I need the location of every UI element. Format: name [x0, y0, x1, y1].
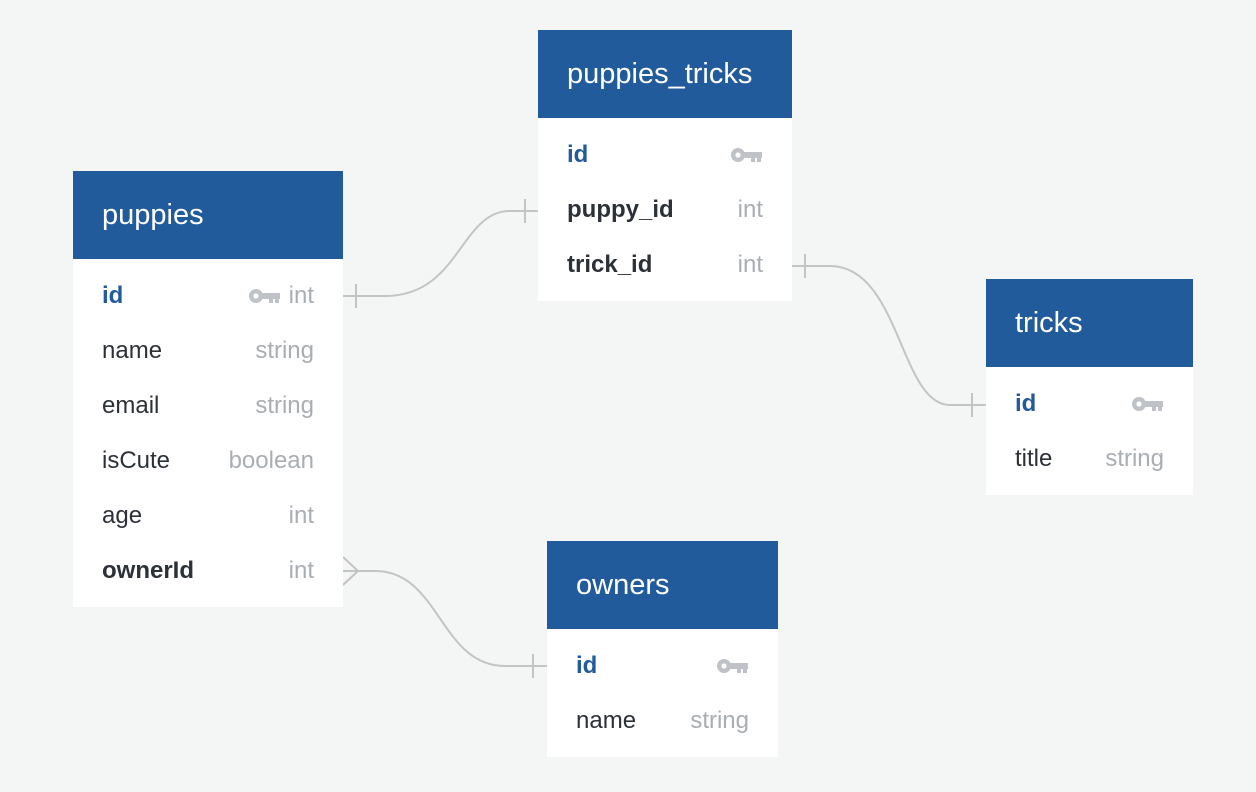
column-row-email[interactable]: email string [73, 378, 343, 433]
column-type: string [1105, 444, 1164, 472]
column-row-title[interactable]: title string [986, 431, 1193, 486]
column-name: name [102, 336, 163, 364]
column-name: id [576, 651, 598, 679]
table-header[interactable]: puppies_tricks [538, 30, 792, 118]
table-body: id name string [547, 629, 778, 757]
table-header[interactable]: puppies [73, 171, 343, 259]
table-header[interactable]: owners [547, 541, 778, 629]
table-body: id puppy_id int trick_id int [538, 118, 792, 301]
column-row-name[interactable]: name string [73, 323, 343, 378]
table-title: puppies [102, 198, 204, 231]
column-row-age[interactable]: age int [73, 488, 343, 543]
column-type: string [690, 706, 749, 734]
column-name: isCute [102, 446, 171, 474]
column-row-puppy-id[interactable]: puppy_id int [538, 182, 792, 237]
column-row-id[interactable]: id int [73, 268, 343, 323]
key-icon [1132, 396, 1163, 411]
many-marker [342, 556, 360, 586]
table-body: id int name string email [73, 259, 343, 607]
key-icon [717, 658, 748, 673]
column-row-id[interactable]: id [547, 638, 778, 693]
table-tricks[interactable]: tricks id title string [986, 279, 1193, 495]
column-name: ownerId [102, 556, 195, 584]
table-header[interactable]: tricks [986, 279, 1193, 367]
column-type: int [288, 501, 314, 529]
table-owners[interactable]: owners id name string [547, 541, 778, 757]
column-name: name [576, 706, 637, 734]
column-row-iscute[interactable]: isCute boolean [73, 433, 343, 488]
column-row-ownerid[interactable]: ownerId int [73, 543, 343, 598]
column-type: int [288, 556, 314, 584]
table-body: id title string [986, 367, 1193, 495]
table-puppies-tricks[interactable]: puppies_tricks id puppy_id int [538, 30, 792, 301]
relationship-puppies-owners [342, 556, 547, 678]
column-type: int [288, 281, 314, 309]
column-name: age [102, 501, 143, 529]
column-name: trick_id [567, 250, 653, 278]
table-title: owners [576, 568, 670, 601]
column-type: int [737, 250, 763, 278]
column-name: id [567, 140, 589, 168]
key-icon [248, 288, 280, 303]
column-row-name[interactable]: name string [547, 693, 778, 748]
column-name: title [1015, 444, 1053, 472]
key-icon [731, 147, 762, 162]
relationship-puppies-puppies-tricks [343, 199, 538, 308]
column-type: int [737, 195, 763, 223]
column-type: string [255, 391, 314, 419]
relationship-puppies-tricks-tricks [792, 254, 986, 417]
column-row-id[interactable]: id [538, 127, 792, 182]
table-title: puppies_tricks [567, 57, 753, 90]
column-type: boolean [228, 446, 314, 474]
column-row-id[interactable]: id [986, 376, 1193, 431]
column-name: puppy_id [567, 195, 674, 223]
column-name: id [102, 281, 124, 309]
column-name: email [102, 391, 160, 419]
column-type: string [255, 336, 314, 364]
table-title: tricks [1015, 306, 1083, 339]
column-row-trick-id[interactable]: trick_id int [538, 237, 792, 292]
table-puppies[interactable]: puppies id int name string [73, 171, 343, 607]
column-name: id [1015, 389, 1037, 417]
